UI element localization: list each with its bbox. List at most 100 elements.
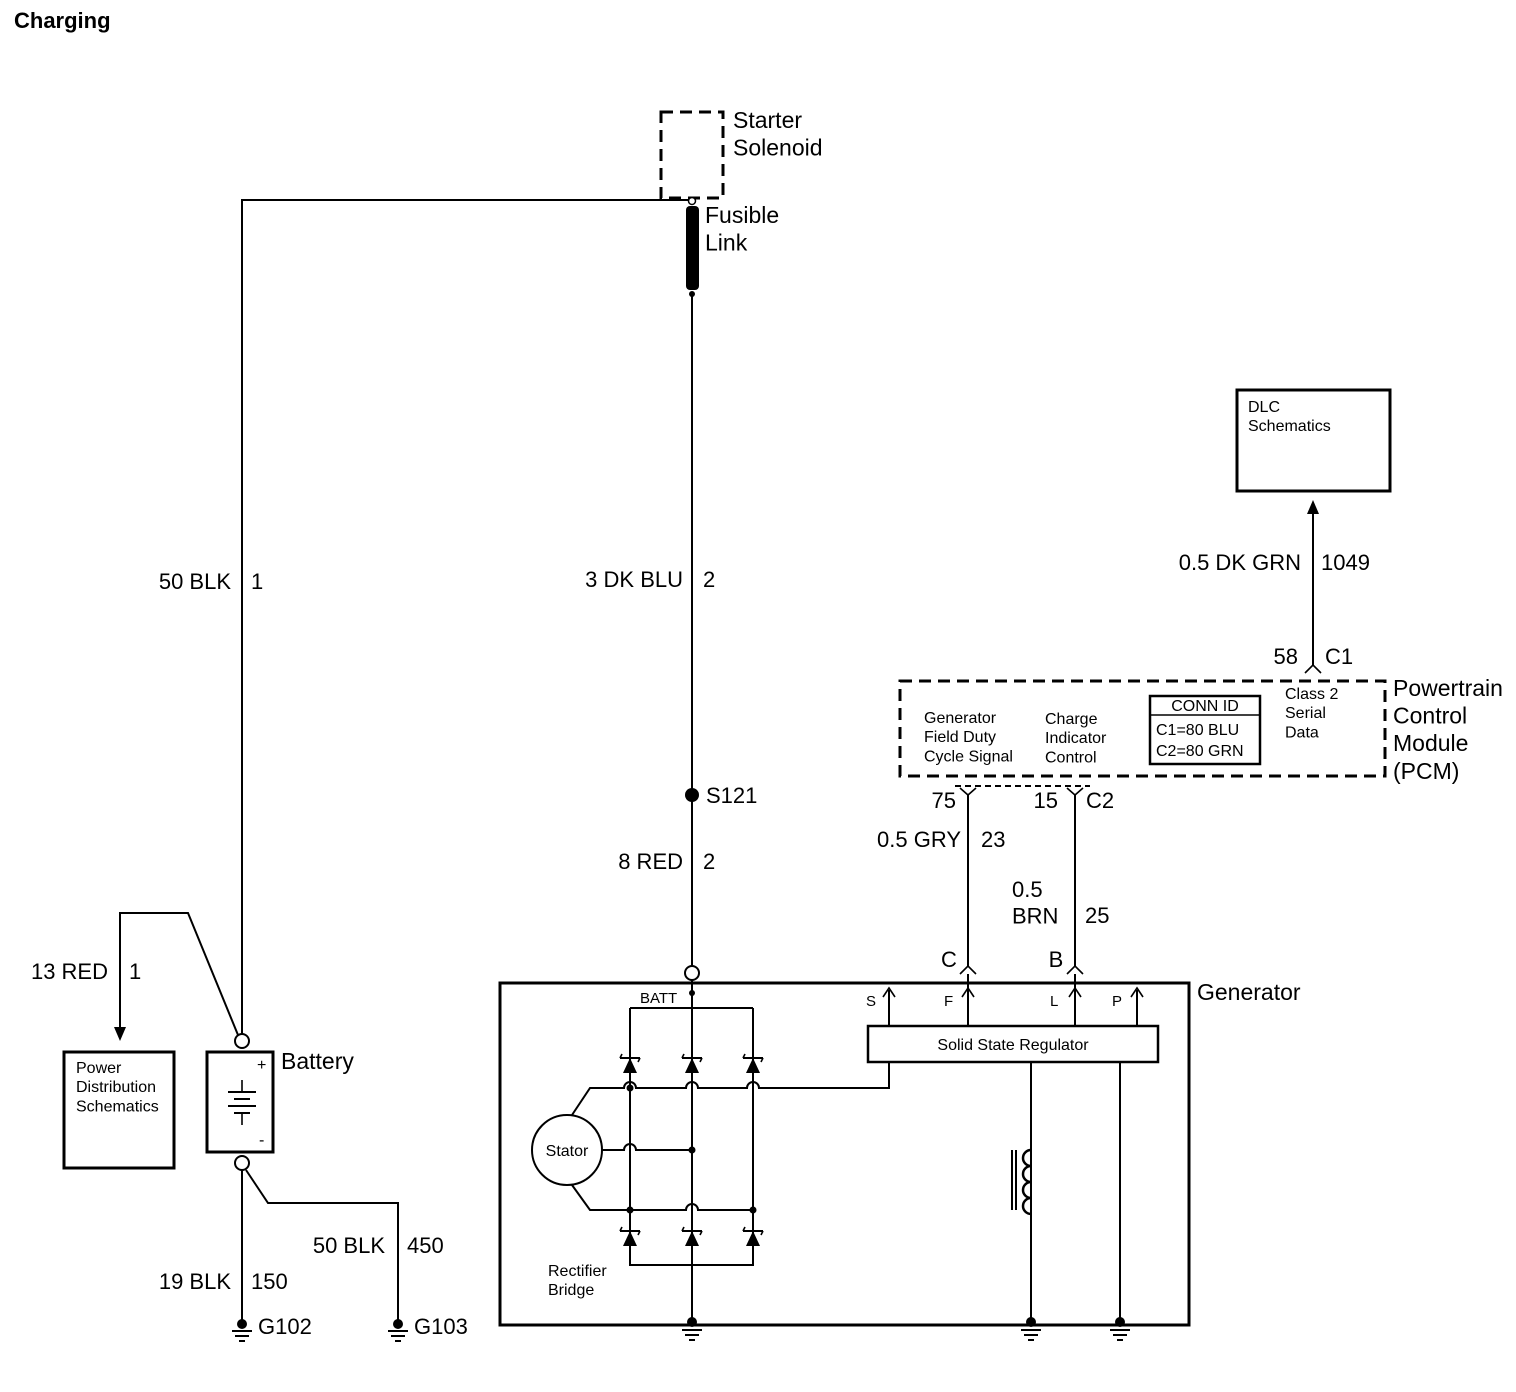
terminal-f-arrow <box>961 974 975 1026</box>
circuit-label-23: 23 <box>981 827 1005 852</box>
diode-bottom-2 <box>681 1226 703 1246</box>
circuit-label-150: 150 <box>251 1269 288 1294</box>
circuit-label-1b: 1 <box>129 959 141 984</box>
battery-positive-terminal <box>234 1033 250 1049</box>
terminal-l-arrow <box>1068 974 1082 1026</box>
wire-label-8-red: 8 RED <box>618 849 683 874</box>
wire-50-blk-1 <box>241 199 692 1040</box>
ground-symbol-g102 <box>232 1319 252 1342</box>
splice-s121 <box>685 788 699 802</box>
wire-13-red-1 <box>119 912 239 1036</box>
diode-top-1 <box>619 1053 641 1073</box>
diode-top-3 <box>742 1053 764 1073</box>
connector-c2-pin-15 <box>1066 787 1084 797</box>
junction-2 <box>688 1146 696 1154</box>
wire-label-3-dk-blu: 3 DK BLU <box>585 567 683 592</box>
diode-bottom-3 <box>742 1226 764 1246</box>
terminal-s-arrow <box>882 986 896 1026</box>
wire-label-13-red: 13 RED <box>31 959 108 984</box>
wire-label-50-blk-b: 50 BLK <box>313 1233 385 1258</box>
terminal-p-arrow <box>1130 986 1144 1026</box>
wire-label-50-blk: 50 BLK <box>159 569 231 594</box>
stator-phase-3 <box>571 1184 753 1211</box>
connector-c1-58 <box>1304 663 1322 674</box>
stator-label: Stator <box>546 1143 589 1160</box>
circuit-label-25: 25 <box>1085 903 1109 928</box>
terminal-f-label: F <box>944 993 953 1010</box>
circuit-label-1049: 1049 <box>1321 550 1370 575</box>
ground-symbol-field <box>1021 1317 1041 1341</box>
pin-58: 58 <box>1274 644 1298 669</box>
diode-top-2 <box>681 1053 703 1073</box>
ground-g102-label: G102 <box>258 1314 312 1339</box>
generator-label: Generator <box>1197 979 1301 1005</box>
generator-conn-c-label: C <box>941 947 957 972</box>
circuit-label-2b: 2 <box>703 849 715 874</box>
junction-1 <box>626 1084 634 1092</box>
circuit-label-450: 450 <box>407 1233 444 1258</box>
battery-label: Battery <box>281 1048 354 1074</box>
conn-id-box <box>1148 694 1262 766</box>
terminal-s-label: S <box>866 993 876 1010</box>
solenoid-terminal <box>687 196 697 206</box>
batt-terminal-label: BATT <box>640 990 677 1007</box>
battery-plus-label: + <box>257 1057 266 1074</box>
generator-connector-c <box>959 964 977 975</box>
regulator-label: Solid State Regulator <box>937 1037 1089 1054</box>
arrow-to-dlc <box>1307 500 1319 514</box>
connector-c2-pin-75 <box>959 787 977 797</box>
generator-connector-b <box>1066 964 1084 975</box>
battery-negative-terminal <box>234 1155 250 1171</box>
connector-c2-label: C2 <box>1086 788 1114 813</box>
power-distribution-box <box>62 1050 176 1170</box>
battery-minus-label: - <box>259 1132 264 1149</box>
rectifier-frame <box>629 1008 754 1266</box>
pcm-box <box>898 679 1387 778</box>
wire-50-blk-450 <box>245 1169 399 1320</box>
diagram-title: Charging <box>14 8 111 33</box>
stator-phase-1 <box>571 1062 890 1116</box>
conn-id-c1: C1=80 BLU <box>1156 722 1239 739</box>
field-coil-symbol <box>1021 1148 1032 1216</box>
dlc-box <box>1235 388 1392 493</box>
terminal-p-label: P <box>1112 993 1122 1010</box>
arrow-to-power-distribution <box>114 1027 126 1041</box>
wire-label-0-5-dk-grn: 0.5 DK GRN <box>1179 550 1301 575</box>
circuit-label-1: 1 <box>251 569 263 594</box>
junction-4 <box>626 1206 634 1214</box>
wire-label-19-blk: 19 BLK <box>159 1269 231 1294</box>
generator-conn-b-label: B <box>1049 947 1064 972</box>
ground-symbol-regulator <box>1110 1317 1130 1341</box>
generator-box <box>498 981 1191 1327</box>
battery-box <box>205 1050 275 1154</box>
solid-state-regulator-box <box>866 1024 1160 1064</box>
pin-75: 75 <box>932 788 956 813</box>
connector-c1-label: C1 <box>1325 644 1353 669</box>
conn-id-title: CONN ID <box>1171 698 1239 715</box>
starter-solenoid-box <box>659 110 725 200</box>
batt-terminal-stud <box>684 965 700 981</box>
circuit-label-2: 2 <box>703 567 715 592</box>
ground-symbol-rectifier <box>682 1317 702 1341</box>
ground-symbol-g103 <box>388 1319 408 1342</box>
terminal-l-label: L <box>1050 993 1058 1010</box>
stator-phase-2 <box>602 1143 692 1151</box>
pin-15: 15 <box>1034 788 1058 813</box>
battery-cell-symbol <box>228 1080 256 1125</box>
junction-3 <box>749 1206 757 1214</box>
splice-label: S121 <box>706 783 757 808</box>
fusible-link-symbol <box>686 206 699 290</box>
conn-id-c2: C2=80 GRN <box>1156 743 1244 760</box>
ground-g103-label: G103 <box>414 1314 468 1339</box>
